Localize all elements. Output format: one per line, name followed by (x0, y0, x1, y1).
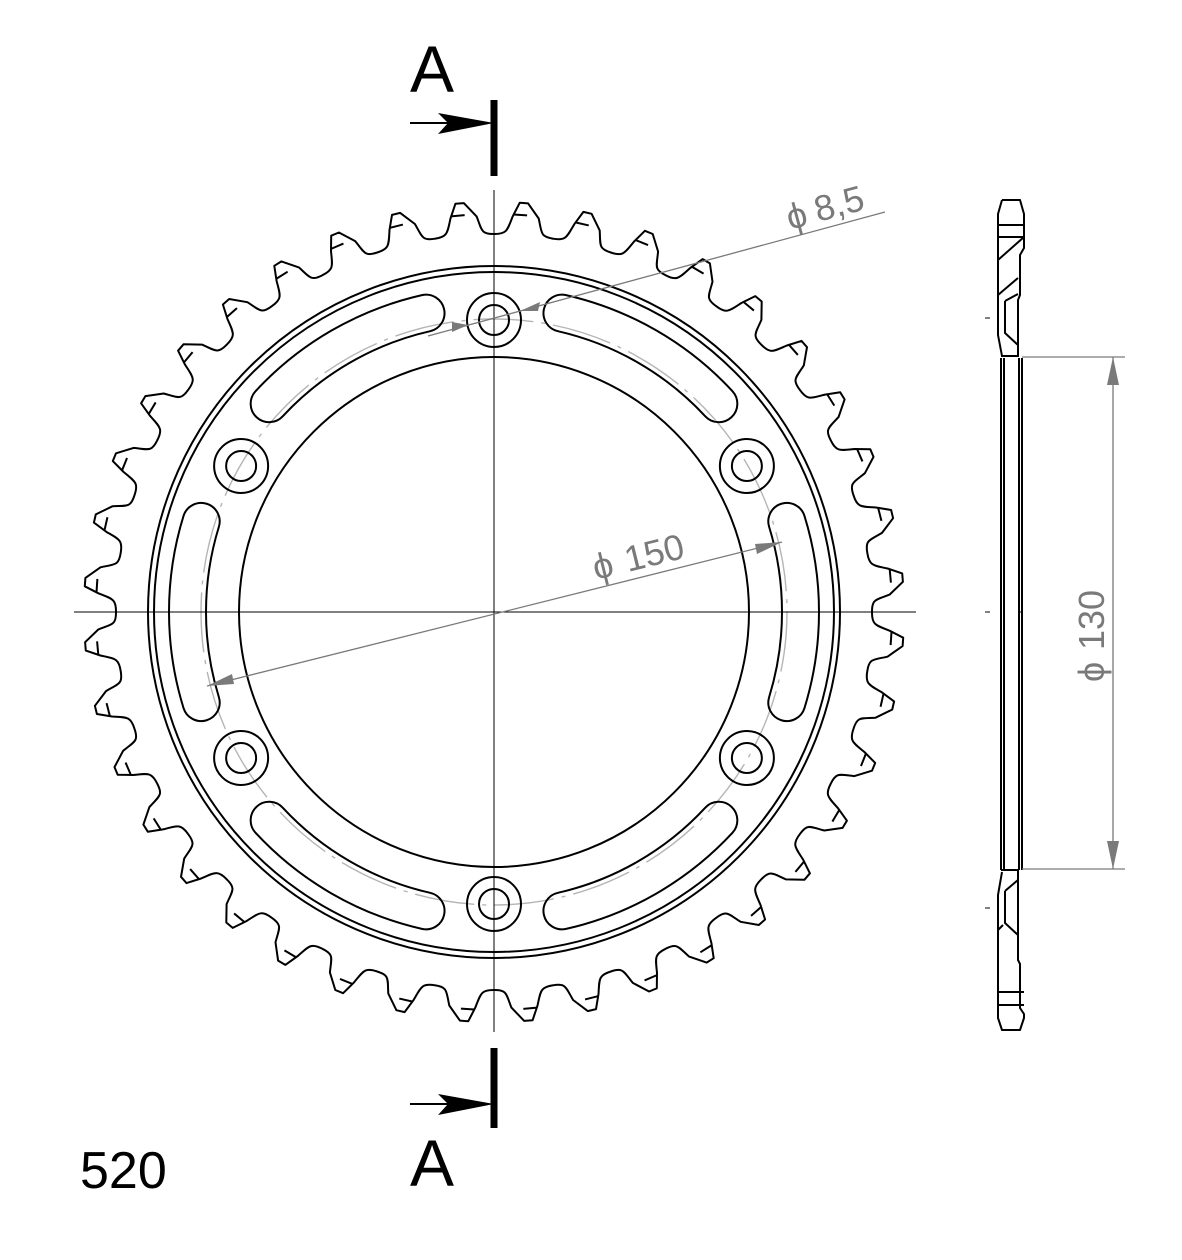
tooth-tip-line (283, 949, 297, 959)
bolt-hole-dim-symbol: ϕ (781, 193, 811, 238)
lightening-slot (249, 800, 446, 931)
tooth-tip-line (877, 507, 883, 522)
bore-dim-symbol: ϕ (1071, 662, 1112, 682)
tooth-tip-line (634, 238, 649, 246)
tooth-tip-line (831, 809, 841, 823)
tooth-tip-line (147, 401, 157, 415)
tooth-tip-line (399, 997, 413, 1003)
bolt-hole (225, 742, 258, 774)
tooth-tip-line (788, 343, 799, 356)
section-label-bottom: A (410, 1126, 454, 1200)
lightening-slot (542, 293, 739, 424)
section-arrow-icon (438, 113, 494, 134)
tooth-tip-line (584, 995, 599, 1001)
side-profile-top (997, 199, 1025, 357)
sprocket-side-view (985, 199, 1025, 1031)
tooth-tip-line (794, 860, 805, 873)
tooth-tip-line (889, 631, 893, 646)
tooth-tip-line (124, 762, 132, 776)
chain-pitch-label: 520 (80, 1142, 167, 1200)
section-label-top: A (410, 32, 454, 106)
tooth-tip-line (183, 351, 194, 364)
bolt-hole (718, 730, 775, 786)
lightening-slots (168, 293, 820, 931)
lightening-slot (168, 502, 221, 722)
tooth-tip-line (152, 817, 162, 831)
section-arrow-icon (438, 1094, 494, 1115)
tooth-tip-line (330, 242, 344, 250)
tooth-tip-line (644, 974, 658, 982)
tooth-tip-line (575, 221, 589, 227)
tooth-tip-line (275, 270, 289, 280)
bolt-hole (730, 742, 763, 774)
arrow-icon (207, 674, 234, 686)
tooth-tip-line (95, 578, 99, 593)
section-marker-bottom: A (410, 1048, 498, 1200)
arrow-icon (452, 322, 468, 332)
arrow-icon (1107, 841, 1119, 869)
tooth-tip-line (523, 1006, 538, 1010)
tooth-tip-lines (95, 213, 893, 1011)
arrow-icon (755, 542, 782, 554)
sprocket-front-view (74, 190, 916, 1032)
tooth-tip-line (96, 641, 100, 656)
lightening-slot (249, 293, 446, 424)
tooth-tip-line (189, 868, 200, 881)
tooth-tip-line (513, 213, 528, 217)
tooth-tip-line (233, 912, 246, 923)
tooth-tip-line (225, 307, 238, 318)
tooth-tip-line (450, 214, 465, 218)
arrow-icon (520, 302, 540, 311)
arrow-icon (1107, 357, 1119, 385)
lightening-slot (767, 502, 820, 722)
tooth-tip-line (750, 906, 763, 917)
center-bore-dimension: ϕ 130 (1022, 356, 1125, 870)
tooth-tip-line (888, 568, 892, 583)
tooth-tip-line (879, 693, 885, 707)
bolt-hole-dimension: ϕ 8,5 (427, 177, 886, 337)
tooth-tip-line (389, 223, 404, 229)
tooth-tip-line (120, 457, 128, 472)
tooth-tip-line (105, 702, 111, 717)
tooth-tip-line (742, 301, 755, 312)
bolt-hole-dim-value: 8,5 (809, 177, 868, 230)
section-marker-top: A (410, 32, 498, 176)
tooth-tip-line (860, 752, 868, 767)
pcd-dim-value: 150 (620, 525, 688, 579)
bolt-hole (213, 730, 270, 786)
pcd-dim-symbol: ϕ (588, 543, 617, 588)
tooth-tip-line (699, 944, 713, 954)
tooth-tip-line (460, 1007, 475, 1011)
bolt-hole (730, 450, 763, 482)
bore-dim-value: 130 (1071, 590, 1112, 650)
bolt-hole (213, 438, 270, 494)
tooth-tip-line (339, 978, 354, 986)
bolt-hole (718, 438, 775, 494)
lightening-slot (542, 800, 739, 931)
tooth-tip-line (691, 265, 705, 275)
tooth-tip-line (826, 393, 836, 407)
bolt-hole (225, 450, 258, 482)
tooth-tip-line (103, 517, 109, 531)
tooth-tip-line (856, 448, 864, 462)
